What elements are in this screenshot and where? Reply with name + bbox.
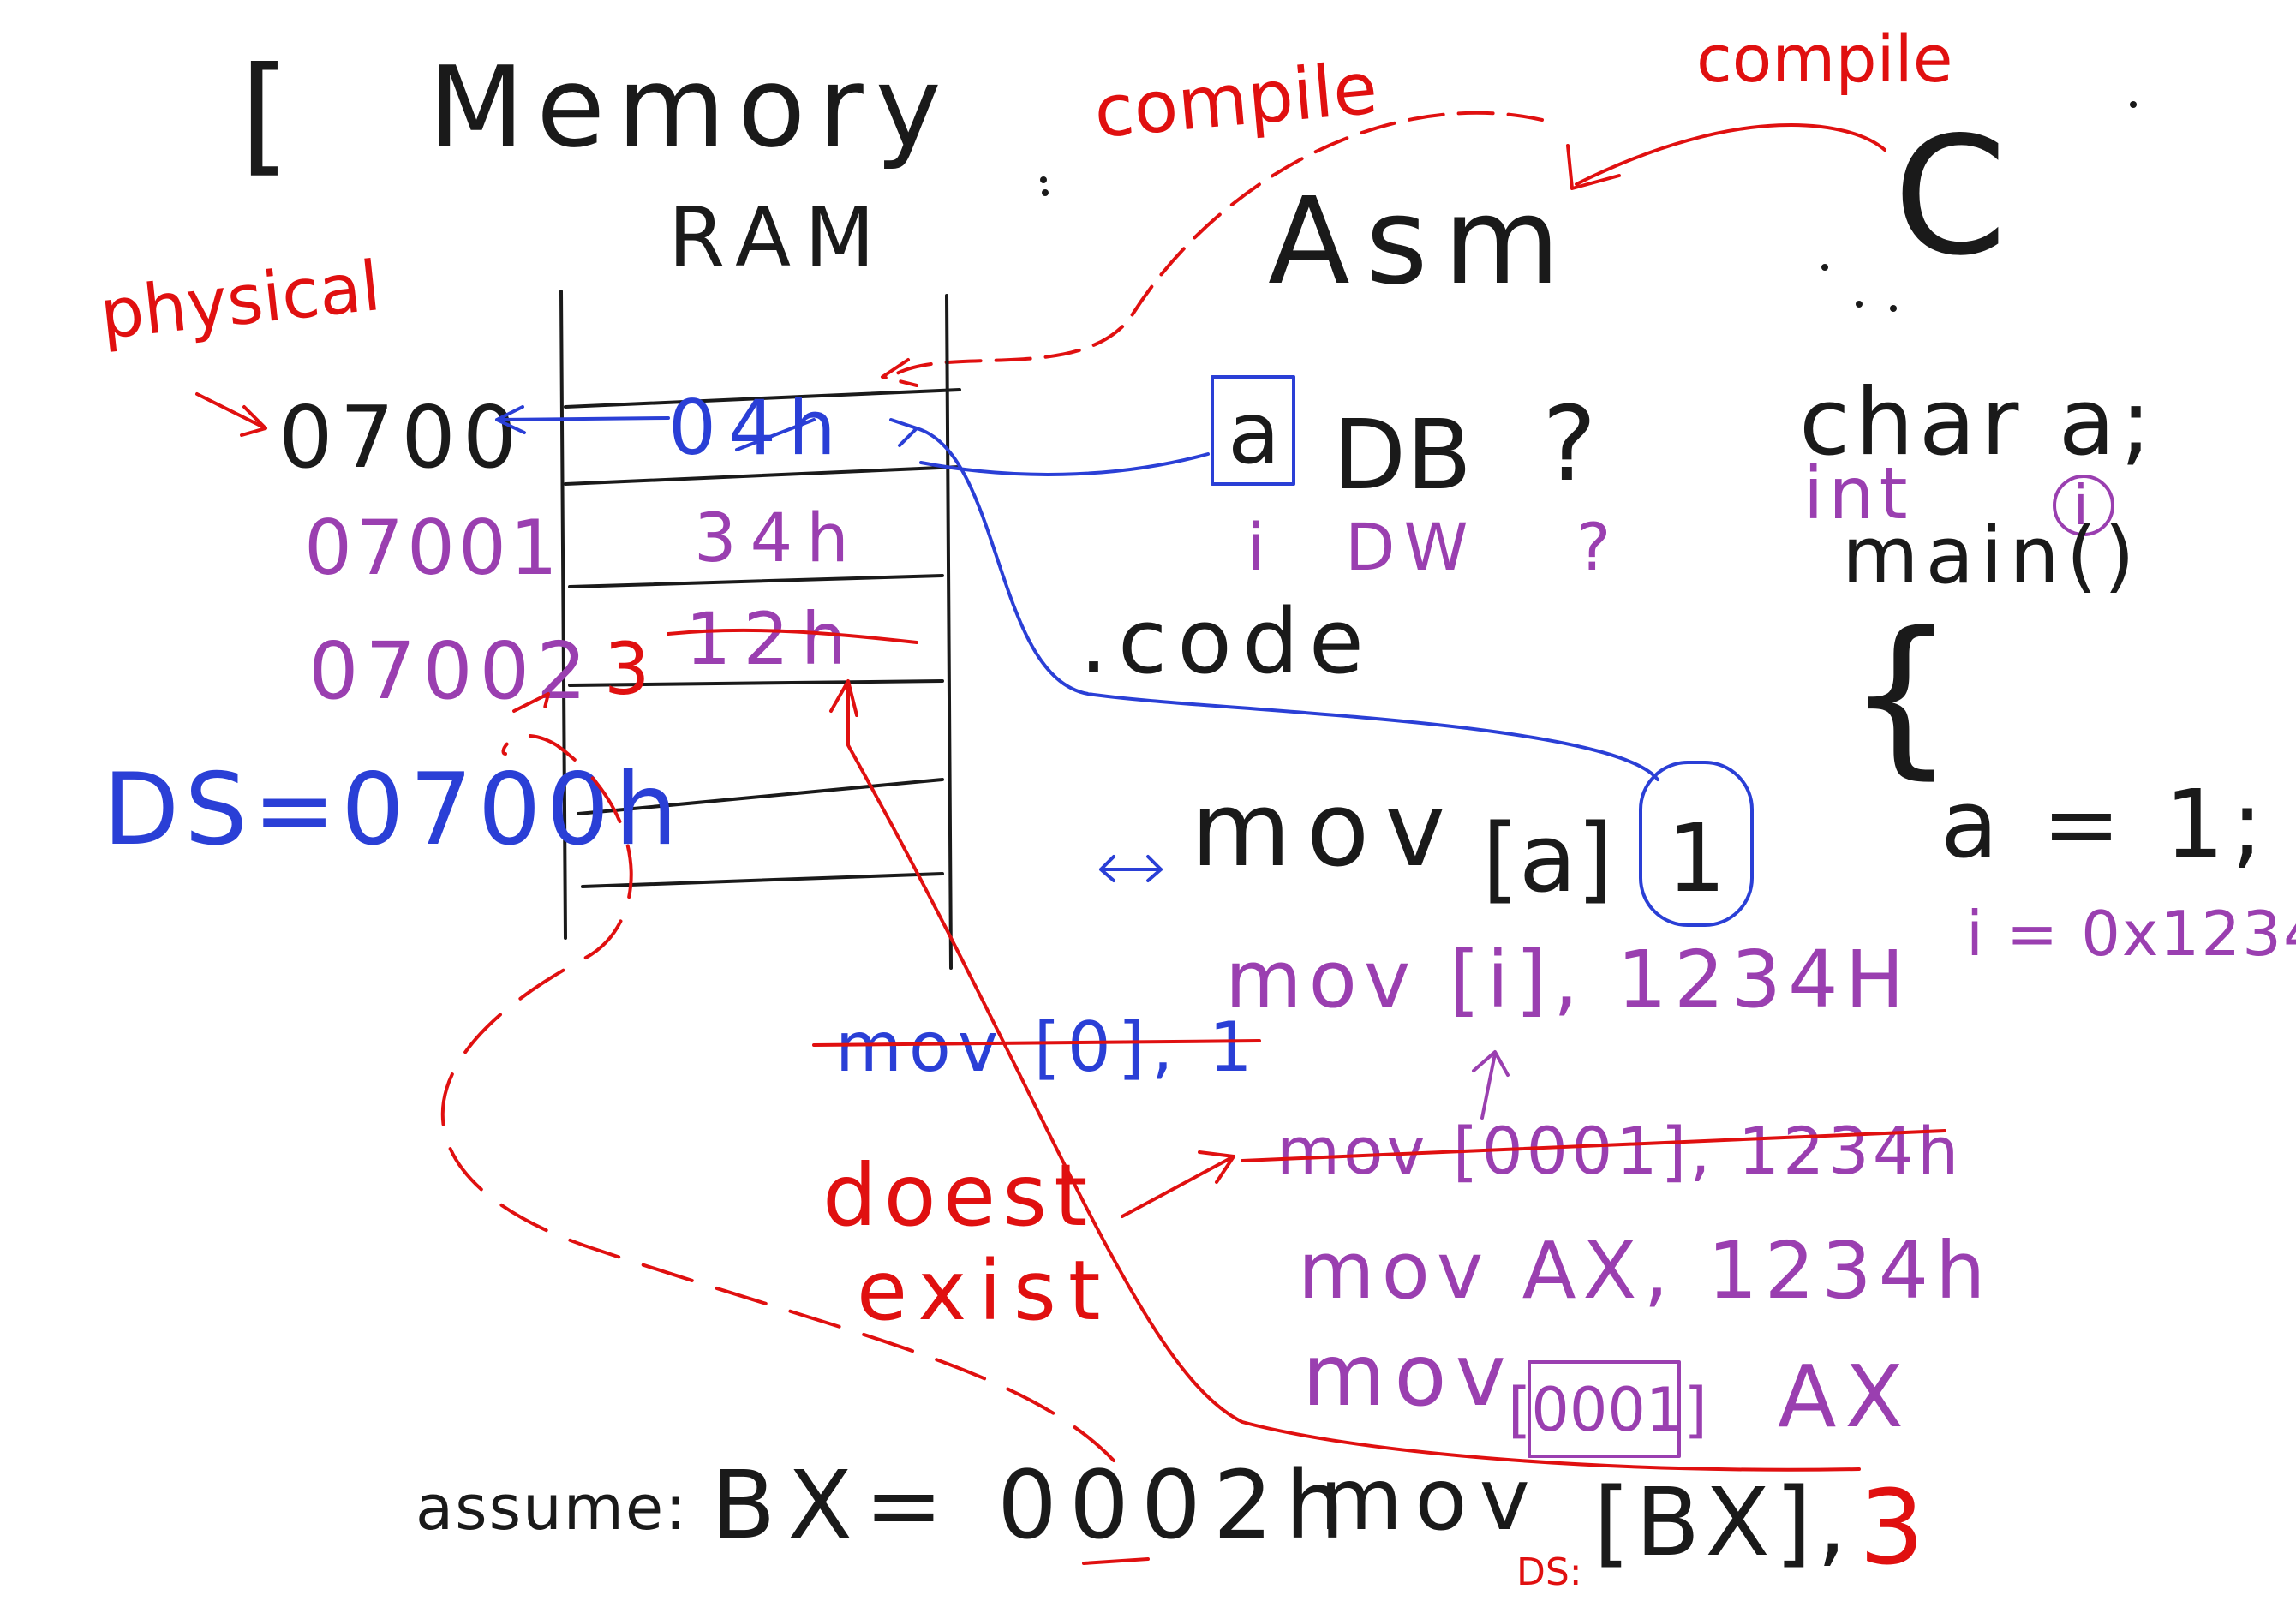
address-pointer-arrow (495, 405, 670, 434)
c-brace: { (1846, 595, 1955, 795)
value-1-highlight (1639, 761, 1754, 927)
memory-table-right-border (945, 294, 953, 970)
title-memory: Memory (428, 42, 954, 172)
memory-row-line (577, 778, 944, 815)
asm-decl-var: i (1247, 509, 1265, 585)
c-decl-int-var: i (2073, 475, 2089, 538)
ink-dot (2130, 101, 2137, 108)
assume-expression: BX= 0002h (711, 1450, 1357, 1560)
title-bracket: [ (240, 40, 290, 189)
title-group: [ Memory RAM (240, 40, 954, 285)
c-main: main() (1842, 510, 2142, 601)
asm-mov-a-instruction: mov [a] 1 (1099, 761, 1754, 927)
physical-label: physical (96, 246, 384, 355)
memory-table-left-border (559, 290, 567, 940)
title-ram: RAM (668, 191, 888, 285)
asm-operand: [BX], (1593, 1467, 1852, 1577)
cell-value-strike (667, 628, 918, 644)
asm-heading: Asm (1268, 172, 1576, 312)
asm-op: mov (1302, 1325, 1515, 1425)
asm-decl-init: ? (1576, 509, 1611, 585)
assume-to-memory-connector (440, 692, 1115, 1462)
ink-dot (1856, 301, 1863, 308)
asm-mov-0001-ax-instruction: mov [0001] AX (1302, 1325, 1912, 1458)
underline-02h (1082, 1557, 1150, 1565)
memory-address: 07001 (304, 504, 561, 592)
asm-mov-i-instruction: mov [i], 1234H (1225, 934, 1911, 1025)
compile-label-1: compile (1091, 45, 1380, 153)
compile-label-2: compile (1696, 21, 1953, 97)
asm-decl-type: DW (1345, 509, 1477, 585)
doesnt-exist-arrow (1121, 1150, 1235, 1218)
memory-row-line (564, 388, 961, 409)
asm-dest: [0001] (1508, 1375, 1707, 1445)
ink-dot (1890, 305, 1897, 312)
c-heading: C (1893, 102, 2007, 291)
c-assign-a: a = 1; (1940, 769, 2270, 879)
doesnt-exist-label-2: exist (857, 1243, 1113, 1339)
memory-table (559, 290, 961, 970)
up-arrow-icon (1472, 1050, 1510, 1120)
segment-prefix: DS: (1516, 1550, 1582, 1594)
memory-cell-value: 04h (668, 384, 848, 472)
ink-dot (1040, 176, 1047, 183)
asm-mov-bx-instruction: mov DS: [BX], 3 (1319, 1449, 1924, 1594)
asm-mov-0-struck: mov [0], 1 (835, 1007, 1259, 1087)
ink-dot (1042, 189, 1049, 196)
ink-dot (1821, 264, 1828, 271)
asm-code-label: .code (1079, 589, 1374, 694)
memory-cell-value: 34h (694, 500, 863, 577)
compile-arrow-c-to-asm (1566, 122, 1886, 190)
asm-decl-var: a (1228, 383, 1280, 483)
var-a-to-memory-connector (919, 452, 1210, 476)
asm-op: mov (1319, 1449, 1542, 1550)
memory-cell-overwrite: 3 (604, 627, 649, 711)
address-0001-box (1528, 1360, 1681, 1458)
asm-op: mov (1191, 771, 1461, 890)
strikethrough-line (1241, 1129, 1946, 1162)
c-decl-int: int (1803, 451, 1913, 535)
memory-row-line (564, 465, 961, 486)
memory-row-line (568, 679, 944, 687)
doesnt-exist-label-1: doest (822, 1145, 1095, 1246)
c-assign-i: i = 0x1234; (1966, 898, 2296, 970)
asm-mov-0001-struck: mov [0001], 1234h (1277, 1113, 1962, 1189)
strikethrough-line (812, 1039, 1261, 1047)
asm-mov-ax-instruction: mov AX, 1234h (1298, 1225, 1993, 1317)
asm-decl-type: DB (1332, 400, 1472, 511)
memory-address: 0700 (278, 387, 524, 487)
assume-label: assume: (416, 1472, 687, 1544)
asm-src: AX (1778, 1347, 1912, 1447)
memory-cell-value: 12h (685, 597, 858, 681)
var-a-box (1211, 375, 1295, 486)
c-decl-char: char a; (1799, 369, 2156, 476)
compile-arrow-asm-to-ram (881, 111, 1544, 387)
value-1-to-memory-connector (889, 418, 1659, 781)
asm-value: 3 (1859, 1469, 1924, 1588)
memory-row-line (581, 872, 944, 888)
ds-register-line: DS=0700h (103, 752, 683, 868)
memory-address: 07002 (308, 625, 594, 717)
cell-value-strike (735, 418, 816, 451)
asm-src: 1 (1666, 804, 1726, 913)
bx-to-memory-connector (829, 679, 1861, 1472)
c-code-block: char a; int i main() { a = 1; i = 0x1234… (1799, 369, 2296, 970)
memory-row-line (568, 574, 944, 588)
asm-dest: [a] (1482, 804, 1613, 913)
asm-decl-init: ? (1542, 385, 1597, 505)
equivalent-arrow-icon (1099, 855, 1163, 882)
physical-arrow (195, 392, 267, 437)
var-i-circle (2053, 475, 2114, 536)
